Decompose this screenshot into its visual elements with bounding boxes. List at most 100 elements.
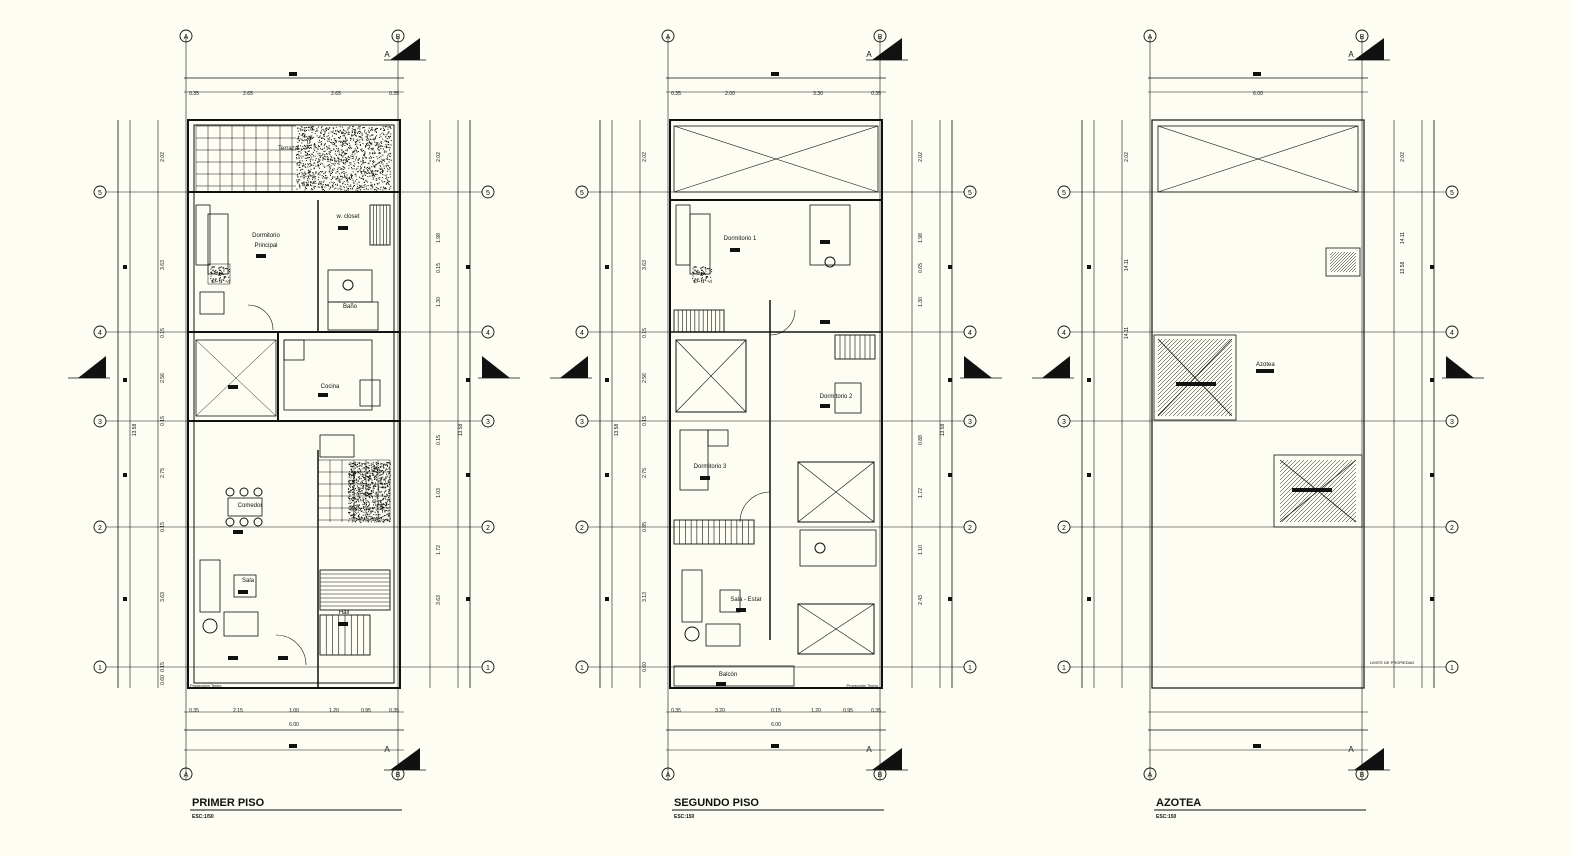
door-swing	[275, 634, 307, 666]
section-arrow-icon	[1348, 38, 1390, 61]
axis-bubble: 4	[481, 325, 495, 339]
planting-texture	[692, 266, 713, 283]
axis-bubble: A	[661, 29, 675, 43]
axis-bubble: 5	[93, 185, 107, 199]
dim-bottom: 1.20	[811, 708, 821, 714]
dim-tag	[233, 530, 243, 534]
axis-bubble-label: 4	[580, 330, 584, 337]
axis-bubble-label: 5	[580, 190, 584, 197]
axis-bubble-label: A	[1148, 34, 1153, 41]
dim-right: 1.72	[918, 488, 924, 498]
axis-bubble-label: 5	[1450, 190, 1454, 197]
room-label: Cocina	[321, 384, 340, 390]
axis-bubble: 5	[1445, 185, 1459, 199]
axis-bubble: 2	[481, 520, 495, 534]
axis-bubble: A	[179, 29, 193, 43]
dim-top: 2.00	[725, 91, 735, 97]
dim-tag	[289, 744, 297, 748]
axis-bubble: B	[391, 29, 405, 43]
axis-bubble: 1	[93, 660, 107, 674]
axis-bubble-label: 2	[1450, 525, 1454, 532]
section-label-b: B	[1057, 369, 1062, 378]
axis-bubble-label: 2	[968, 525, 972, 532]
dim-tag	[123, 265, 127, 269]
room-label: Dormitorio 2	[820, 394, 853, 400]
dim-bottom: 1.00	[289, 708, 299, 714]
axis-bubble-label: 2	[580, 525, 584, 532]
dim-bottom: 3.20	[715, 708, 725, 714]
dim-tag	[1087, 378, 1091, 382]
dim-left: 3.63	[160, 260, 166, 270]
dim-tag	[1430, 265, 1434, 269]
dim-top: 0.35	[189, 91, 199, 97]
axis-bubble-label: 4	[98, 330, 102, 337]
axis-bubble-label: 2	[1062, 525, 1066, 532]
section-arrow-icon	[964, 356, 992, 378]
dim-left: 0.15	[642, 328, 648, 338]
dim-top: 6.00	[1253, 91, 1263, 97]
section-label-b: B	[93, 369, 98, 378]
axis-bubble-label: 3	[580, 419, 584, 426]
dim-bottom: 0.95	[843, 708, 853, 714]
section-arrow-icon	[384, 38, 426, 61]
axis-bubble-label: A	[666, 34, 671, 41]
dim-top: 2.65	[243, 91, 253, 97]
axis-bubble: 2	[1445, 520, 1459, 534]
dim-tag	[228, 385, 238, 389]
plan-scale: ESC:1/50	[192, 814, 214, 820]
dim-tag	[771, 744, 779, 748]
dim-tag	[605, 473, 609, 477]
dim-total-height: 13.58	[132, 424, 138, 437]
dim-tag	[820, 404, 830, 408]
dim-left: 0.15	[160, 416, 166, 426]
section-label-a: A	[866, 50, 872, 59]
axis-bubble: B	[1355, 29, 1369, 43]
dim-right: 2.43	[918, 595, 924, 605]
axis-bubble-label: 4	[1450, 330, 1454, 337]
dim-tag	[605, 265, 609, 269]
plan-note: Proyección Techo	[847, 683, 879, 688]
dim-total-height: 13.58	[458, 424, 464, 437]
dim-tag	[238, 590, 248, 594]
axis-bubble: 3	[481, 414, 495, 428]
dim-tag	[1087, 265, 1091, 269]
section-arrow-icon	[78, 356, 106, 378]
dim-right: 1.30	[436, 297, 442, 307]
axis-bubble-label: B	[396, 772, 401, 779]
axis-bubble-label: 4	[968, 330, 972, 337]
axis-bubble-label: 3	[1450, 419, 1454, 426]
dim-total-height: 13.58	[940, 424, 946, 437]
dim-tag	[820, 320, 830, 324]
axis-bubble: 5	[963, 185, 977, 199]
dim-right: 2.02	[918, 152, 924, 162]
room-label: Principal	[254, 243, 277, 249]
axis-bubble: A	[1143, 767, 1157, 781]
dim-tag	[1256, 369, 1274, 373]
dim-tag	[605, 597, 609, 601]
axis-bubble: 2	[93, 520, 107, 534]
section-label-a: A	[384, 745, 390, 754]
dim-tag	[716, 682, 726, 686]
dim-tag	[948, 378, 952, 382]
door-swing	[769, 309, 796, 336]
dim-tag	[948, 265, 952, 269]
axis-bubble-label: 4	[486, 330, 490, 337]
dim-left: 2.56	[642, 373, 648, 383]
axis-bubble-label: 2	[486, 525, 490, 532]
section-arrow-icon	[1348, 748, 1390, 771]
dim-left: 14.11	[1124, 327, 1130, 339]
plan-scale: ESC:150	[674, 814, 695, 820]
dim-tag	[1087, 473, 1091, 477]
dim-right: 1.98	[436, 233, 442, 243]
dim-right: 1.98	[918, 233, 924, 243]
dim-tag	[730, 248, 740, 252]
dim-tag	[1292, 488, 1332, 492]
section-label-a: A	[1348, 745, 1354, 754]
dim-right: 1.10	[918, 545, 924, 555]
planting-texture	[296, 126, 392, 191]
dim-top: 0.35	[871, 91, 881, 97]
room-label: w. closet	[335, 214, 359, 220]
room-label: Azotea	[1256, 362, 1275, 368]
axis-bubble: A	[179, 767, 193, 781]
